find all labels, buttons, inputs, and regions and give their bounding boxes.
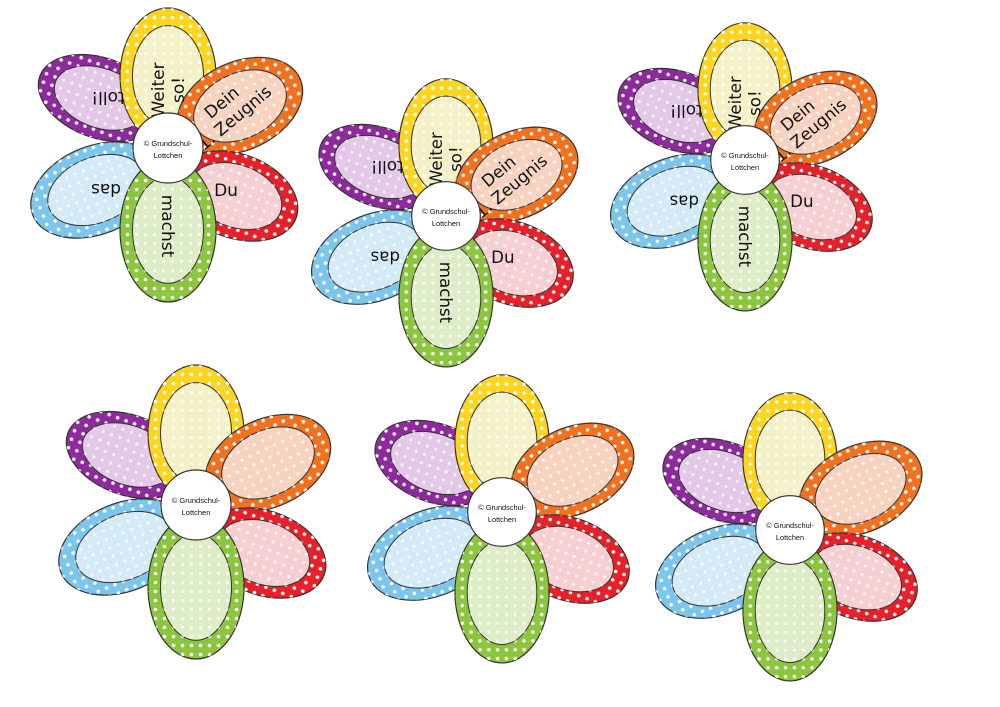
flower-6: © Grundschul-Lottchen <box>654 392 923 682</box>
flower-center <box>411 181 481 251</box>
copyright-label: © Grundschul-Lottchen <box>478 503 526 524</box>
petal-label-green: machst <box>436 262 455 324</box>
petal-orange <box>753 70 878 168</box>
petal-label-blue: das <box>670 191 699 210</box>
petal-label-red: Du <box>491 248 514 267</box>
petal-label-yellow: Weiterso! <box>427 132 466 186</box>
petal-blue <box>310 209 440 305</box>
copyright-label: © Grundschul-Lottchen <box>144 139 193 160</box>
flower-4: © Grundschul-Lottchen <box>58 364 332 660</box>
petal-green <box>697 169 793 312</box>
petal-label-purple: toll! <box>670 101 703 120</box>
petal-green <box>742 539 838 682</box>
petal-orange <box>176 56 304 156</box>
petal-label-red: Du <box>214 181 238 201</box>
flower-5: © Grundschul-Lottchen <box>366 374 635 664</box>
petal-label-purple: toll! <box>371 157 404 176</box>
petal-label-yellow: Weiterso! <box>726 76 765 130</box>
petal-green <box>454 521 550 664</box>
flower-3: toll!Weiterso!Dein1. ZeugnisDumachstdas©… <box>609 22 878 312</box>
flower-center <box>160 469 232 541</box>
petal-label-red: Du <box>790 192 813 211</box>
petal-label-yellow: Weiterso! <box>149 62 189 117</box>
petal-label-blue: das <box>371 247 400 266</box>
flower-center <box>467 477 537 547</box>
copyright-label: © Grundschul-Lottchen <box>766 521 814 542</box>
petal-label-green: machst <box>157 195 177 258</box>
flower-center <box>132 112 204 184</box>
petal-green <box>398 225 494 368</box>
flower-2: toll!Weiterso!Dein1. ZeugnisDumachstdas©… <box>310 78 579 368</box>
flower-center <box>710 125 780 195</box>
copyright-label: © Grundschul-Lottchen <box>721 151 769 172</box>
petal-label-green: machst <box>735 206 754 268</box>
petal-label-blue: das <box>91 179 121 199</box>
petal-orange <box>510 422 635 520</box>
petal-label-purple: toll! <box>91 87 124 107</box>
petal-orange <box>454 126 579 224</box>
flower-1: toll!Weiterso!Dein1. ZeugnisDumachstdas©… <box>30 7 304 303</box>
flower-center <box>755 495 825 565</box>
petal-green <box>119 157 217 303</box>
copyright-label: © Grundschul-Lottchen <box>422 207 470 228</box>
petal-orange <box>798 440 923 538</box>
copyright-label: © Grundschul-Lottchen <box>172 496 221 517</box>
